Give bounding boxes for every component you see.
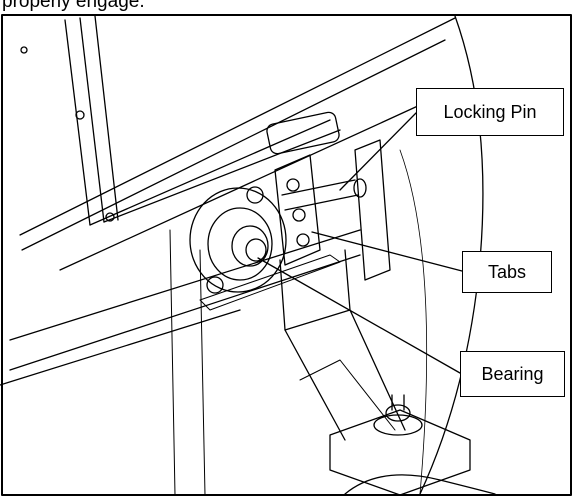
support-arm-angle xyxy=(299,359,396,431)
frame-bolt-1 xyxy=(75,110,85,120)
frame-upper-rail xyxy=(19,17,456,236)
frame-post-left xyxy=(64,15,119,226)
lower-bar xyxy=(9,229,361,371)
bearing-ring xyxy=(207,207,273,281)
bearing-flange xyxy=(189,187,287,293)
support-arm xyxy=(279,249,351,331)
tabs-label: Tabs xyxy=(462,251,552,293)
lower-bar-edge xyxy=(0,309,241,386)
figure-border xyxy=(1,14,572,496)
plate-hole-2 xyxy=(292,208,306,222)
foot-washer xyxy=(373,414,423,436)
frame-bolt-3 xyxy=(20,46,28,54)
support-arm-lower xyxy=(284,309,406,441)
housing-curve-inner xyxy=(399,149,428,495)
leader-locking-pin xyxy=(339,112,417,191)
locking-pin-label: Locking Pin xyxy=(416,88,564,136)
foot-nut xyxy=(385,404,411,422)
leader-bearing xyxy=(257,257,461,374)
bearing-shaft xyxy=(245,238,267,262)
plate-hole-1 xyxy=(286,178,300,192)
lower-bar-slot xyxy=(199,254,341,311)
pin-end xyxy=(353,178,367,198)
bearing-label: Bearing xyxy=(460,351,565,397)
plate-hole-3 xyxy=(296,233,310,247)
foot-block xyxy=(329,409,471,496)
wheel-arc xyxy=(344,474,496,495)
bolt-head-bottom xyxy=(206,276,224,294)
frame-upper-rail-2 xyxy=(21,39,446,251)
tab-bracket xyxy=(354,139,391,281)
bolt-head-top xyxy=(246,186,264,204)
locking-pin xyxy=(281,179,359,211)
frame-crossbar xyxy=(89,119,341,226)
caption-text: properly engage. xyxy=(2,0,145,12)
mount-plate xyxy=(274,154,321,266)
top-block xyxy=(266,111,340,155)
frame-post-left-lower xyxy=(169,229,206,496)
bearing-hub xyxy=(231,225,269,267)
foot-bolt xyxy=(391,394,405,411)
leader-tabs xyxy=(311,231,463,272)
frame-bolt-2 xyxy=(105,212,115,222)
